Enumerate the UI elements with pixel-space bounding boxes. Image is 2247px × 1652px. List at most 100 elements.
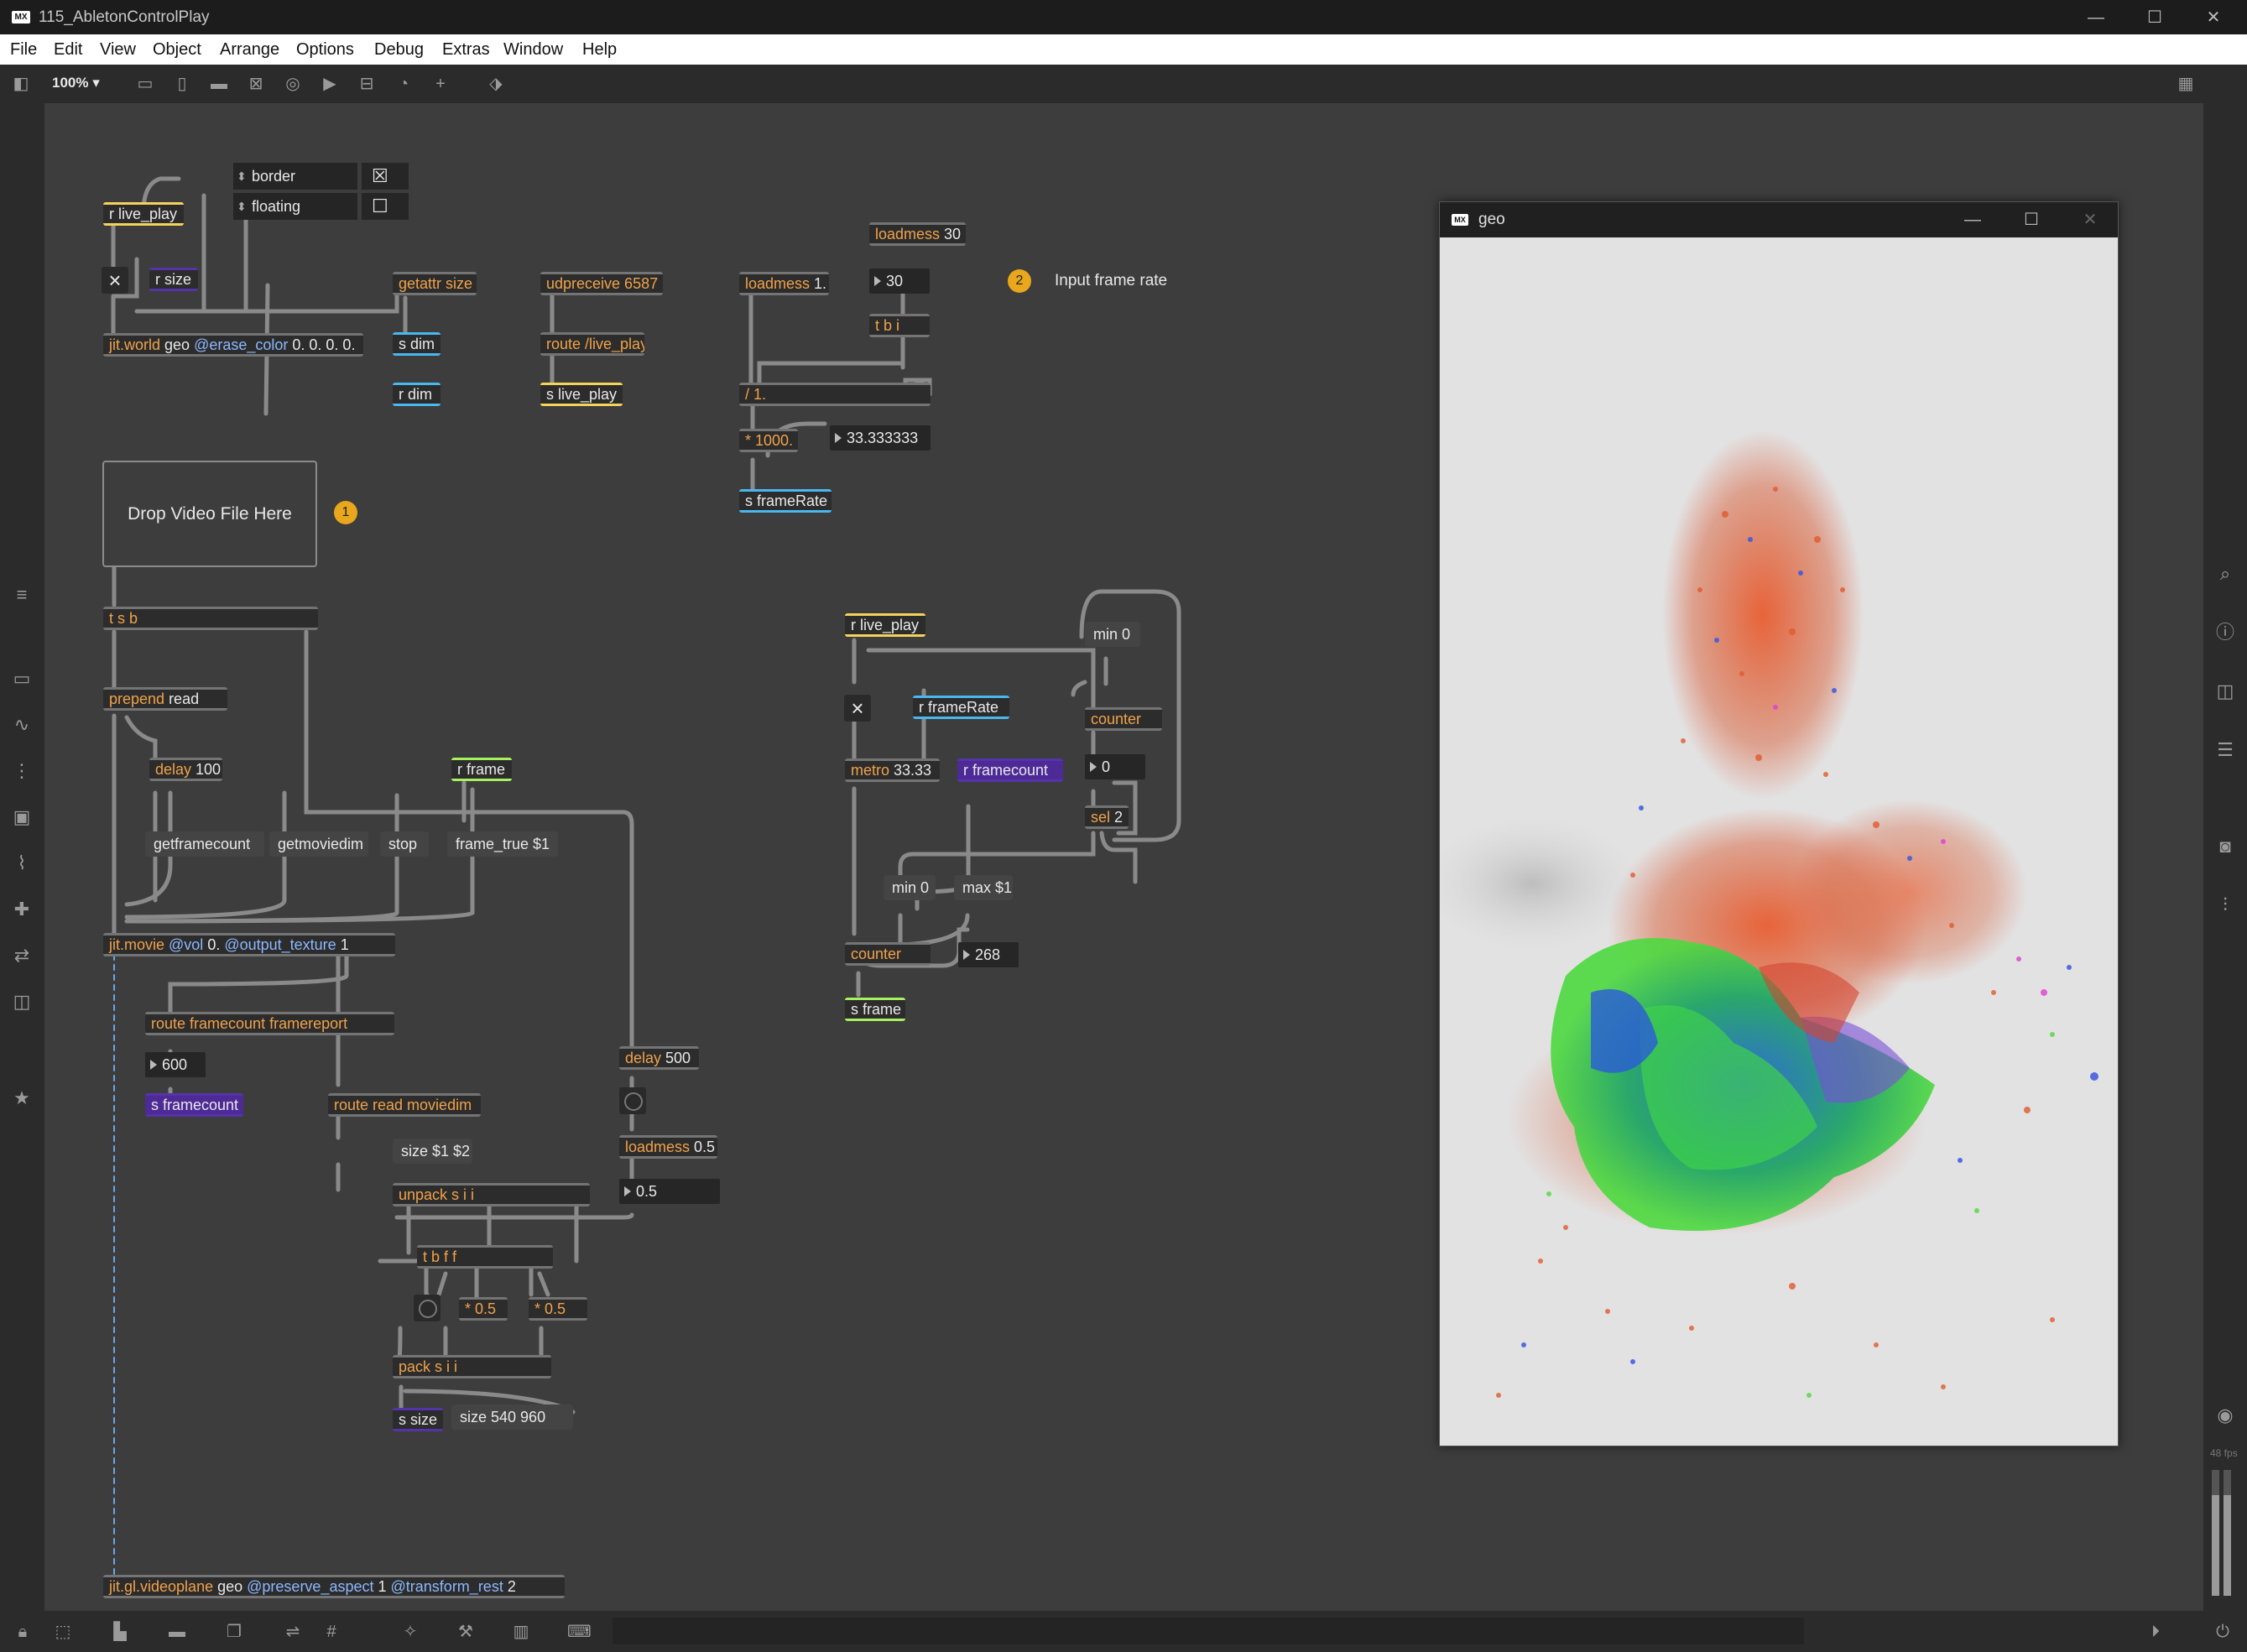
counter-object-bottom[interactable]: counter [845,942,931,966]
frame-icon[interactable]: ◫ [13,991,31,1012]
menu-edit[interactable]: Edit [54,40,83,59]
drop-video-file-area[interactable]: Drop Video File Here [102,461,317,567]
menu-view[interactable]: View [100,40,136,59]
comment-bubble-icon[interactable]: ▬ [169,1623,185,1641]
send-size[interactable]: s size [393,1408,443,1431]
piano-icon[interactable]: ▥ [513,1623,529,1641]
connection-icon[interactable]: ⇄ [13,945,30,966]
render-toggle[interactable]: × [102,267,128,294]
add-icon[interactable]: + [435,75,446,93]
min-0-message-bottom[interactable]: min 0 [884,875,936,900]
getframecount-message[interactable]: getframecount [145,831,264,857]
audio-icon[interactable]: ∿ [13,714,30,735]
floating-attr-label[interactable]: floating [233,193,357,220]
camera-icon[interactable]: ◙ [2219,836,2231,857]
number-box-half[interactable]: 0.5 [619,1179,720,1204]
list-icon[interactable]: ☰ [2217,739,2234,760]
menu-icon[interactable]: ≡ [16,584,28,605]
min-0-message-top[interactable]: min 0 [1085,622,1140,647]
route-read-moviedim-object[interactable]: route read moviedim [328,1093,481,1117]
keyboard-icon[interactable]: ⌨ [567,1623,592,1641]
number-box-30[interactable]: 30 [869,268,930,294]
multiply-half-2[interactable]: * 0.5 [529,1297,587,1321]
number-box-600[interactable]: 600 [145,1052,206,1077]
loadmess-half-object[interactable]: loadmess 0.5 [619,1135,717,1159]
receive-framerate[interactable]: r frameRate [913,696,1009,719]
jit-world-object[interactable]: jit.world geo @erase_color 0. 0. 0. 0. [103,333,363,357]
border-attr-label[interactable]: border [233,163,357,190]
metro-toggle[interactable]: × [844,695,871,722]
divide-object[interactable]: / 1. [739,383,931,406]
menu-window[interactable]: Window [503,40,564,59]
loadmess-one-object[interactable]: loadmess 1. [739,272,829,295]
stop-message[interactable]: stop [380,831,429,857]
menu-object[interactable]: Object [153,40,201,59]
counter-object-top[interactable]: counter [1085,707,1162,731]
pack-object[interactable]: pack s i i [393,1355,551,1378]
image-icon[interactable]: ▣ [13,806,31,827]
info-icon[interactable]: ⓘ [2215,622,2234,643]
menu-file[interactable]: File [10,40,38,59]
menu-debug[interactable]: Debug [374,40,424,59]
record-icon[interactable]: ◉ [2217,1404,2234,1425]
search-icon[interactable]: ⌕ [2219,563,2231,584]
max-message[interactable]: max $1 [954,875,1013,900]
number-box-period[interactable]: 33.333333 [830,425,931,451]
slider-icon[interactable]: ⊟ [359,75,374,93]
bang-toggle-icon[interactable]: ⊠ [248,75,263,93]
receive-framecount[interactable]: r framecount [957,758,1063,782]
send-dim[interactable]: s dim [393,332,441,356]
paint-bucket-icon[interactable]: ⬗ [489,75,503,93]
send-framecount[interactable]: s framecount [145,1093,243,1117]
geo-render-viewport[interactable] [1440,237,2118,1446]
receive-live-play-2[interactable]: r live_play [845,613,925,637]
delay-500-object[interactable]: delay 500 [619,1046,699,1070]
border-checkbox[interactable]: ☒ [362,163,409,190]
star-icon[interactable]: ★ [13,1087,30,1108]
new-object-icon[interactable]: ▯ [177,75,187,93]
menu-extras[interactable]: Extras [442,40,490,59]
columns-icon[interactable]: ◫ [2216,680,2234,701]
geo-maximize-icon[interactable]: ☐ [2024,211,2039,229]
trigger-sb-object[interactable]: t s b [103,607,318,630]
zoom-dropdown[interactable]: 100% ▾ [52,75,100,91]
trigger-bff-object[interactable]: t b f f [417,1245,553,1269]
prepend-read-object[interactable]: prepend read [103,687,227,711]
number-box-268[interactable]: 268 [958,942,1019,967]
receive-dim[interactable]: r dim [393,383,441,406]
menu-arrange[interactable]: Arrange [220,40,280,59]
delay-100-object[interactable]: delay 100 [149,758,222,781]
send-live-play[interactable]: s live_play [540,383,623,406]
power-icon[interactable]: ⏻ [2216,1623,2229,1641]
jit-gl-videoplane-object[interactable]: jit.gl.videoplane geo @preserve_aspect 1… [103,1575,565,1598]
grid-icon[interactable]: ▦ [2177,75,2194,93]
getmoviedim-message[interactable]: getmoviedim [269,831,368,857]
send-framerate[interactable]: s frameRate [739,489,832,513]
wrench-icon[interactable]: ⚒ [458,1623,473,1641]
button-icon[interactable]: ◎ [285,75,300,93]
sidebar-toggle-icon[interactable]: ◧ [13,75,29,93]
attach-icon[interactable]: ⌇ [17,852,27,873]
unpack-object[interactable]: unpack s i i [393,1183,590,1206]
geo-close-icon[interactable]: ✕ [2083,211,2098,229]
mixer-icon[interactable]: ⫶ [2223,894,2228,915]
magic-icon[interactable]: ✧ [403,1623,418,1641]
route-framecount-object[interactable]: route framecount framereport [145,1012,394,1035]
floating-checkbox[interactable]: ☐ [362,193,409,220]
menu-options[interactable]: Options [296,40,354,59]
minimize-icon[interactable]: — [2088,8,2104,27]
windows-icon[interactable]: ❐ [227,1623,242,1641]
size-540-message[interactable]: size 540 960 [451,1404,573,1430]
comment-icon[interactable]: ▬ [211,75,227,93]
select-2-object[interactable]: sel 2 [1085,805,1129,829]
audio-power-icon[interactable]: ⏵ [2151,1623,2160,1641]
trigger-bi-object[interactable]: t b i [869,314,930,337]
maximize-icon[interactable]: ☐ [2147,8,2162,27]
select-mode-icon[interactable]: ⬚ [55,1623,71,1641]
bang-button-delay[interactable] [619,1087,646,1114]
frame-true-message[interactable]: frame_true $1 [447,831,558,857]
plugin-icon[interactable]: ✚ [13,899,30,920]
lock-icon[interactable]: 🔒︎ [18,1623,28,1641]
number-box-0[interactable]: 0 [1085,754,1145,779]
presentation-mode-icon[interactable]: ▙ [113,1623,127,1641]
